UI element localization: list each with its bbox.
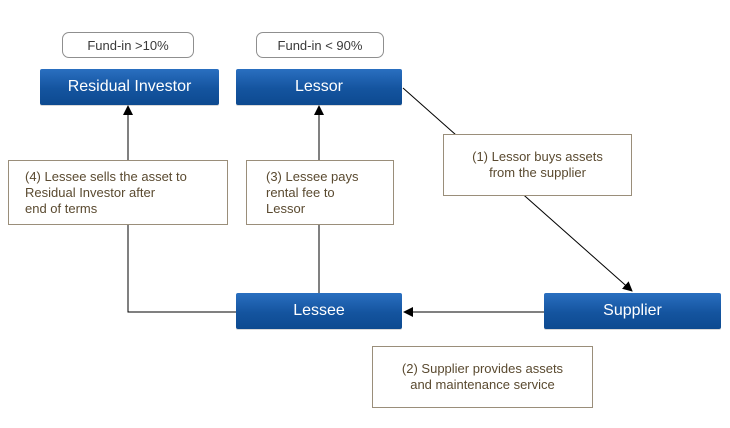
- fund-in-residual-label: Fund-in >10%: [62, 32, 194, 58]
- step-4-note: (4) Lessee sells the asset to Residual I…: [8, 160, 228, 225]
- residual-investor-label: Residual Investor: [67, 78, 192, 95]
- step-1-text: (1) Lessor buys assets from the supplier: [472, 149, 603, 180]
- lessee-node: Lessee: [236, 293, 402, 329]
- supplier-node: Supplier: [544, 293, 721, 329]
- step-2-note: (2) Supplier provides assets and mainten…: [372, 346, 593, 408]
- step-2-text: (2) Supplier provides assets and mainten…: [401, 361, 564, 392]
- step-1-note: (1) Lessor buys assets from the supplier: [443, 134, 632, 196]
- fund-in-lessor-text: Fund-in < 90%: [277, 37, 363, 53]
- lessee-label: Lessee: [293, 302, 345, 319]
- lessor-label: Lessor: [294, 78, 344, 95]
- lessor-node: Lessor: [236, 69, 402, 105]
- fund-in-lessor-label: Fund-in < 90%: [256, 32, 384, 58]
- supplier-label: Supplier: [603, 302, 662, 319]
- step-3-text: (3) Lessee pays rental fee to Lessor: [266, 168, 359, 216]
- residual-investor-node: Residual Investor: [40, 69, 219, 105]
- fund-in-residual-text: Fund-in >10%: [87, 37, 169, 53]
- step-3-note: (3) Lessee pays rental fee to Lessor: [246, 160, 394, 225]
- step-4-text: (4) Lessee sells the asset to Residual I…: [25, 168, 187, 216]
